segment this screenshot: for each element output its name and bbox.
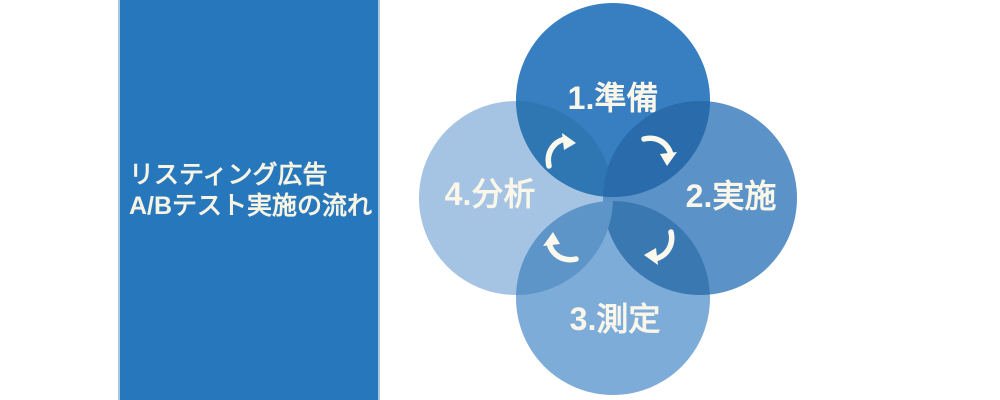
title-line-1: リスティング広告 [129, 161, 328, 189]
overlap-step1-step2 [603, 101, 710, 197]
title-line-2: A/Bテスト実施の流れ [129, 192, 373, 220]
overlap-step3-step4 [516, 201, 613, 295]
cycle-step-label-2: 2.実施 [686, 178, 777, 214]
cycle-step-label-4: 4.分析 [445, 176, 536, 212]
title-text-block: リスティング広告 A/Bテスト実施の流れ [120, 160, 378, 222]
cycle-step-label-3: 3.測定 [570, 301, 661, 337]
cycle-step-label-1: 1.準備 [568, 80, 659, 116]
title-banner: リスティング広告 A/Bテスト実施の流れ [118, 0, 380, 400]
overlap-step2-step3 [603, 201, 710, 295]
